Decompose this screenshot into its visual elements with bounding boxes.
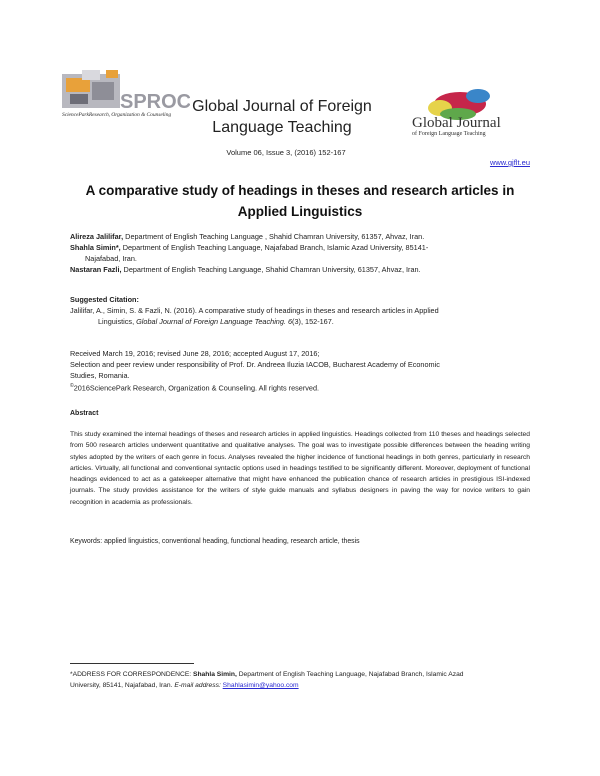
issue-info: Volume 06, Issue 3, (2016) 152-167 bbox=[226, 148, 346, 157]
author-3-affiliation: Department of English Teaching Language,… bbox=[121, 265, 421, 274]
author-3: Nastaran Fazli, Department of English Te… bbox=[70, 264, 530, 275]
author-1: Alireza Jalilifar, Department of English… bbox=[70, 231, 530, 242]
article-history: Received March 19, 2016; revised June 28… bbox=[70, 348, 530, 393]
footnote-rule bbox=[70, 663, 194, 664]
citation-line1: Jalilifar, A., Simin, S. & Fazli, N. (20… bbox=[70, 306, 439, 315]
correspondence-email-link[interactable]: Shahlasimin@yahoo.com bbox=[222, 682, 299, 689]
citation-post: (3), 152-167. bbox=[292, 317, 334, 326]
sproc-logo: SPROC bbox=[62, 70, 190, 113]
citation-journal: Global Journal of Foreign Language Teach… bbox=[136, 317, 293, 326]
citation-line2: Linguistics, Global Journal of Foreign L… bbox=[70, 316, 530, 327]
logo-left-caption: ScienceParkResearch, Organization & Coun… bbox=[62, 112, 172, 118]
copyright-symbol: © bbox=[70, 383, 74, 389]
gjflt-logo-big: Global Journal bbox=[412, 115, 501, 131]
paper-title: A comparative study of headings in these… bbox=[60, 180, 540, 222]
journal-website-link[interactable]: www.gjflt.eu bbox=[489, 158, 530, 167]
citation-pre: Linguistics, bbox=[98, 317, 137, 326]
abstract-heading: Abstract bbox=[70, 410, 99, 417]
journal-title-line1: Global Journal of Foreign bbox=[192, 98, 372, 115]
author-1-affiliation: Department of English Teaching Language … bbox=[123, 232, 425, 241]
author-list: Alireza Jalilifar, Department of English… bbox=[70, 231, 530, 275]
gjflt-logo-graphic bbox=[428, 89, 490, 120]
paper-title-line2: Applied Linguistics bbox=[237, 204, 363, 219]
author-2-affiliation: Department of English Teaching Language,… bbox=[120, 243, 429, 252]
correspondence-footnote: *ADDRESS FOR CORRESPONDENCE: Shahla Simi… bbox=[70, 669, 530, 691]
footnote-label: *ADDRESS FOR CORRESPONDENCE: bbox=[70, 671, 193, 678]
abstract-body: This study examined the internal heading… bbox=[70, 431, 530, 506]
author-2-affiliation-cont: Najafabad, Iran. bbox=[85, 254, 137, 263]
footnote-name: Shahla Simin, bbox=[193, 671, 237, 678]
footnote-rest2: University, 85141, Najafabad, Iran. bbox=[70, 682, 175, 689]
copyright-line: ©2016SciencePark Research, Organization … bbox=[70, 381, 530, 393]
author-3-name: Nastaran Fazli, bbox=[70, 265, 122, 274]
dates-line2: Selection and peer review under responsi… bbox=[70, 360, 440, 369]
paper-title-line1: A comparative study of headings in these… bbox=[85, 183, 515, 198]
gjflt-logo-text: Global Journal of Foreign Language Teach… bbox=[412, 116, 501, 138]
dates-line3: Studies, Romania. bbox=[70, 371, 130, 380]
sproc-brand-text: SPROC bbox=[120, 91, 190, 113]
copyright-text: 2016SciencePark Research, Organization &… bbox=[73, 383, 320, 393]
citation-heading: Suggested Citation: bbox=[70, 295, 139, 304]
dates-line1: Received March 19, 2016; revised June 28… bbox=[70, 349, 320, 358]
citation: Jalilifar, A., Simin, S. & Fazli, N. (20… bbox=[70, 305, 530, 327]
footnote-email-label: E-mail address: bbox=[174, 682, 223, 689]
journal-title: Global Journal of Foreign Language Teach… bbox=[192, 96, 372, 138]
journal-title-line2: Language Teaching bbox=[212, 119, 352, 136]
author-2: Shahla Simin*, Department of English Tea… bbox=[70, 242, 530, 253]
author-2-name: Shahla Simin*, bbox=[70, 243, 121, 252]
keywords: Keywords: applied linguistics, conventio… bbox=[70, 538, 360, 545]
footnote-rest1: Department of English Teaching Language,… bbox=[236, 671, 464, 678]
gjflt-logo-small: of Foreign Language Teaching bbox=[412, 131, 486, 137]
author-1-name: Alireza Jalilifar, bbox=[70, 232, 124, 241]
